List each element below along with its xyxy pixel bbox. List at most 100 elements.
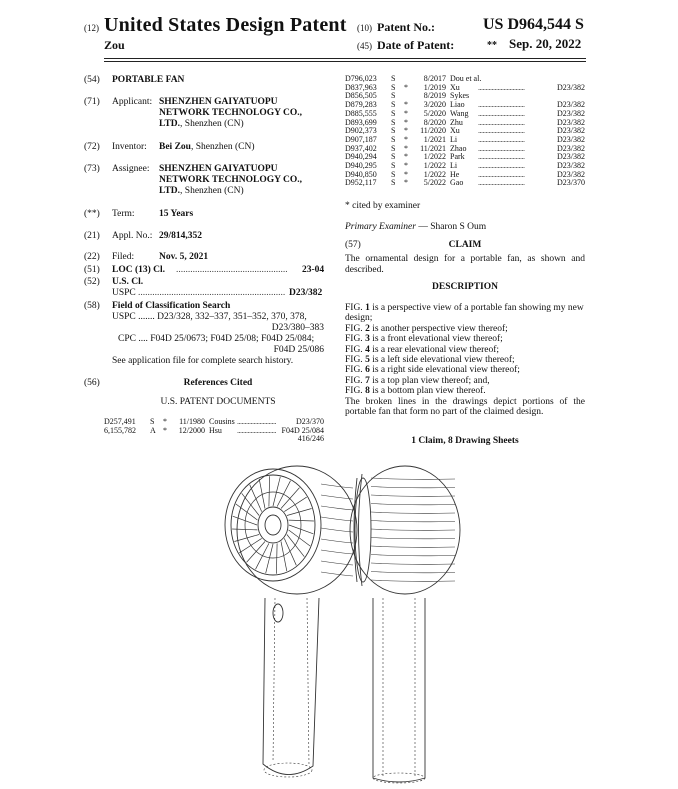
grille-bar: [286, 534, 305, 557]
title-code: (54): [84, 75, 100, 85]
assignee-line-2: NETWORK TECHNOLOGY CO.,: [159, 175, 303, 185]
grille-bar: [234, 534, 260, 542]
uspc-label: USPC: [112, 288, 136, 298]
appl-label: Appl. No.:: [112, 231, 153, 241]
assignee-block: SHENZHEN GAIYATUOPU NETWORK TECHNOLOGY C…: [159, 164, 302, 197]
loc-value: 23-04: [302, 265, 325, 275]
foc-uspc: USPC ....... D23/328, 332–337, 351–352, …: [112, 312, 324, 334]
shell-rib: [370, 545, 456, 548]
shell-rib: [320, 494, 354, 500]
claims-sheets: 1 Claim, 8 Drawing Sheets: [411, 436, 519, 446]
applicant-code: (71): [84, 97, 100, 107]
shell-rib: [320, 538, 354, 544]
header-code-10: (10): [357, 23, 372, 33]
appl-value: 29/814,352: [159, 231, 203, 241]
fig-desc: FIG. 7 is a top plan view thereof; and,: [345, 375, 490, 386]
fig-desc: FIG. 1 is a perspective view of a portab…: [345, 303, 584, 324]
grille-bar: [283, 538, 297, 566]
fan-side-ribs: [370, 477, 456, 582]
refs-code: (56): [84, 378, 100, 388]
foc-cpc: CPC .... F04D 25/0673; F04D 25/08; F04D …: [118, 334, 324, 356]
shell-rib: [320, 560, 354, 566]
grille-bar: [286, 508, 312, 516]
foc-cpc-line-1: F04D 25/0673; F04D 25/08; F04D 25/084;: [150, 334, 315, 344]
filed-value: Nov. 5, 2021: [159, 252, 209, 262]
applicant-block: SHENZHEN GAIYATUOPU NETWORK TECHNOLOGY C…: [159, 97, 302, 130]
inventor-value: Bei Zou, Shenzhen (CN): [159, 142, 255, 153]
grille-bar: [232, 528, 258, 531]
description-heading: DESCRIPTION: [432, 282, 498, 292]
uscl-code: (52): [84, 277, 100, 287]
filed-label: Filed:: [112, 252, 135, 262]
uspc-value: D23/382: [289, 288, 323, 298]
assignee-code: (73): [84, 164, 100, 174]
loc-dots: ........................................…: [176, 265, 288, 275]
shell-rib: [320, 505, 354, 511]
uspc-dots: ........................................…: [138, 288, 286, 298]
grille-bar: [255, 543, 270, 570]
assignee-label: Assignee:: [112, 164, 150, 174]
broken-lines-note: The broken lines in the drawings depict …: [345, 396, 585, 418]
term-code: (**): [84, 209, 100, 219]
grille-bar: [246, 541, 266, 563]
patent-no: US D964,544 S: [483, 16, 584, 33]
foc-cpc-line-2: F04D 25/086: [273, 345, 324, 355]
foc-uspc-line-2: D23/380–383: [271, 323, 324, 333]
fan-perspective-view: [224, 465, 358, 778]
header-inventor: Zou: [104, 38, 125, 52]
grille-bar: [239, 538, 262, 554]
foc-note: See application file for complete search…: [112, 356, 294, 366]
grille-bar: [249, 484, 263, 512]
shell-rib: [370, 511, 456, 514]
grille-bar: [268, 476, 270, 507]
applicant-line-1: SHENZHEN GAIYATUOPU: [159, 97, 278, 107]
header-code-45: (45): [357, 41, 372, 51]
assignee-location: , Shenzhen (CN): [180, 186, 244, 196]
patent-date: Sep. 20, 2022: [509, 36, 582, 51]
grille-bar: [276, 480, 291, 507]
shell-rib: [370, 477, 456, 480]
loc-label: LOC (13) Cl.: [112, 265, 166, 275]
applicant-line-3: LTD.: [159, 119, 181, 129]
inventor-name: Bei Zou: [159, 142, 191, 152]
shell-rib: [370, 520, 456, 523]
foc-label: Field of Classification Search: [112, 301, 231, 311]
primary-examiner: Primary Examiner — Sharon S Oum: [345, 222, 486, 233]
patent-title: PORTABLE FAN: [112, 75, 185, 85]
uscl-label: U.S. Cl.: [112, 277, 144, 287]
shell-rib: [370, 562, 456, 565]
grille-bar: [280, 541, 288, 572]
foc-uspc-label: USPC .......: [112, 312, 158, 322]
grille-bar: [276, 543, 278, 574]
grille-bar: [272, 476, 281, 507]
grille-bar: [288, 524, 314, 535]
fan-side-view: [349, 465, 461, 784]
shell-rib: [320, 527, 354, 533]
shell-rib: [320, 483, 354, 489]
shell-rib: [370, 486, 456, 489]
foc-code: (58): [84, 301, 100, 311]
fan-side-ribs: [320, 483, 354, 577]
examiner-sep: —: [415, 222, 431, 232]
shell-rib: [370, 528, 456, 531]
date-label: Date of Patent:: [377, 38, 455, 52]
grille-bar: [288, 519, 314, 522]
shell-rib: [370, 579, 456, 582]
inventor-label: Inventor:: [112, 142, 147, 152]
inventor-code: (72): [84, 142, 100, 152]
foc-uspc-line-1: D23/328, 332–337, 351–352, 370, 378,: [157, 312, 307, 322]
refs-label: References Cited: [183, 378, 253, 388]
term-value: 15 Years: [159, 209, 194, 219]
applicant-location: , Shenzhen (CN): [180, 119, 244, 129]
fan-grille-front: [232, 476, 314, 574]
